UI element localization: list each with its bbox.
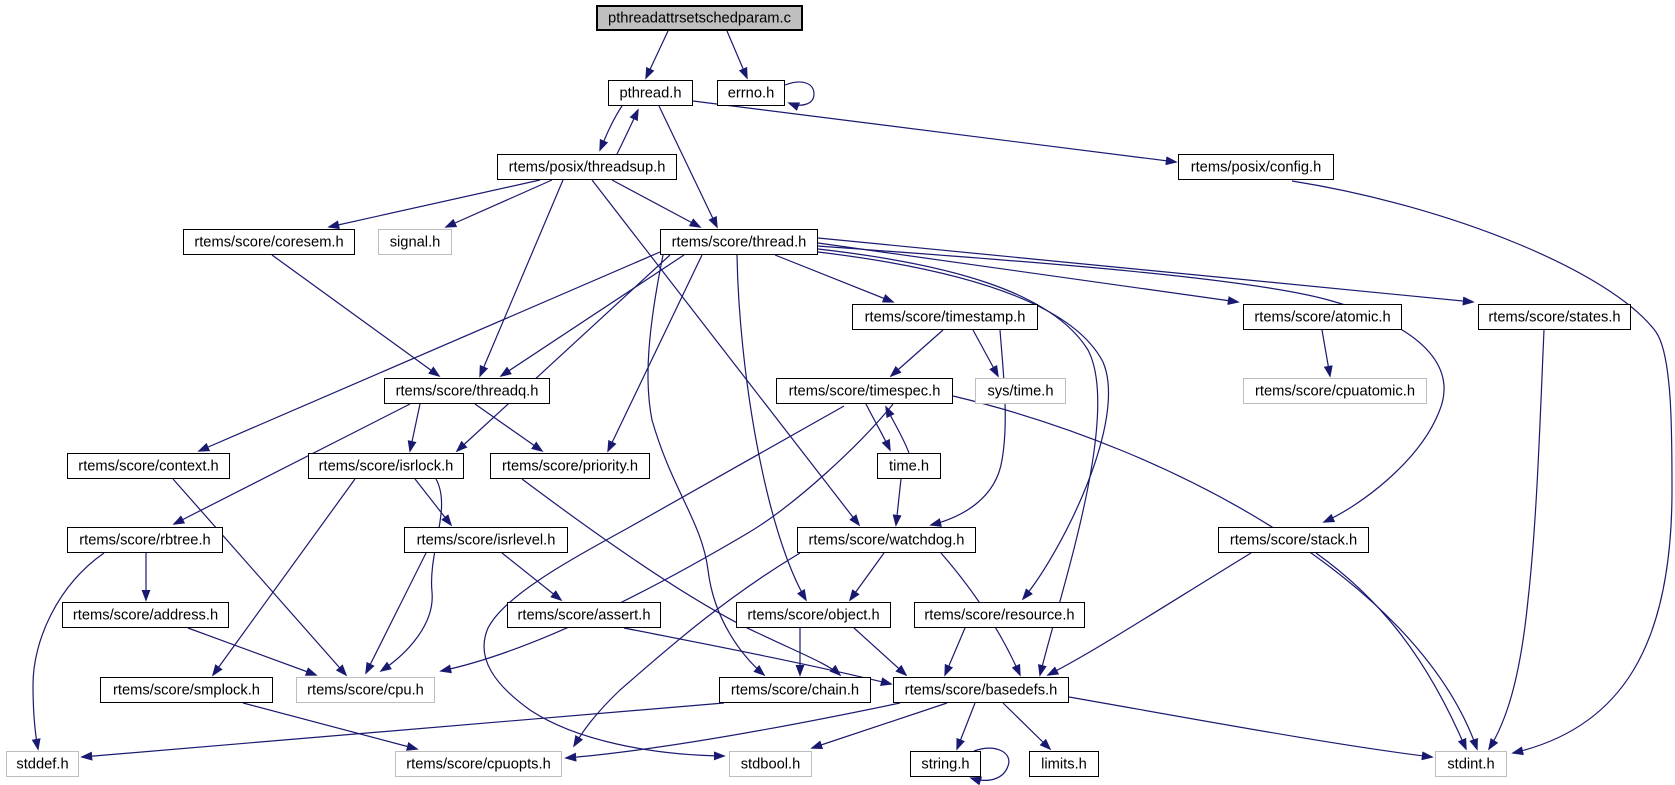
svg-text:rtems/score/chain.h: rtems/score/chain.h [731, 683, 859, 699]
svg-text:rtems/score/assert.h: rtems/score/assert.h [517, 608, 650, 624]
svg-text:pthread.h: pthread.h [619, 86, 681, 102]
svg-text:rtems/score/threadq.h: rtems/score/threadq.h [396, 384, 539, 400]
svg-text:stdbool.h: stdbool.h [741, 757, 801, 773]
svg-text:rtems/score/priority.h: rtems/score/priority.h [502, 459, 638, 475]
svg-text:rtems/score/states.h: rtems/score/states.h [1488, 310, 1620, 326]
svg-text:rtems/score/context.h: rtems/score/context.h [78, 459, 218, 475]
svg-text:rtems/score/cpu.h: rtems/score/cpu.h [307, 683, 424, 699]
svg-text:rtems/score/object.h: rtems/score/object.h [747, 608, 879, 624]
svg-text:rtems/score/atomic.h: rtems/score/atomic.h [1254, 310, 1390, 326]
svg-text:errno.h: errno.h [728, 86, 775, 102]
svg-text:limits.h: limits.h [1041, 757, 1087, 773]
svg-text:rtems/score/isrlock.h: rtems/score/isrlock.h [319, 459, 454, 475]
svg-text:time.h: time.h [889, 459, 929, 475]
svg-text:rtems/score/stack.h: rtems/score/stack.h [1230, 533, 1357, 549]
svg-text:rtems/score/isrlevel.h: rtems/score/isrlevel.h [417, 533, 556, 549]
svg-text:rtems/score/address.h: rtems/score/address.h [73, 608, 218, 624]
svg-text:rtems/score/resource.h: rtems/score/resource.h [924, 608, 1074, 624]
svg-text:rtems/score/cpuopts.h: rtems/score/cpuopts.h [406, 757, 551, 773]
svg-text:rtems/score/smplock.h: rtems/score/smplock.h [113, 683, 260, 699]
svg-text:sys/time.h: sys/time.h [987, 384, 1053, 400]
svg-text:rtems/score/timespec.h: rtems/score/timespec.h [789, 384, 941, 400]
svg-text:stddef.h: stddef.h [16, 757, 68, 773]
svg-text:rtems/posix/config.h: rtems/posix/config.h [1191, 160, 1322, 176]
svg-text:rtems/score/thread.h: rtems/score/thread.h [672, 235, 807, 251]
svg-text:stdint.h: stdint.h [1447, 757, 1494, 773]
svg-text:rtems/score/timestamp.h: rtems/score/timestamp.h [865, 310, 1026, 326]
svg-text:string.h: string.h [921, 757, 969, 773]
svg-text:rtems/score/coresem.h: rtems/score/coresem.h [194, 235, 343, 251]
svg-text:rtems/posix/threadsup.h: rtems/posix/threadsup.h [509, 160, 666, 176]
svg-text:rtems/score/watchdog.h: rtems/score/watchdog.h [809, 533, 965, 549]
svg-text:signal.h: signal.h [390, 235, 441, 251]
svg-text:rtems/score/cpuatomic.h: rtems/score/cpuatomic.h [1255, 384, 1415, 400]
svg-text:rtems/score/rbtree.h: rtems/score/rbtree.h [79, 533, 210, 549]
svg-text:pthreadattrsetschedparam.c: pthreadattrsetschedparam.c [608, 11, 791, 27]
svg-text:rtems/score/basedefs.h: rtems/score/basedefs.h [905, 683, 1058, 699]
